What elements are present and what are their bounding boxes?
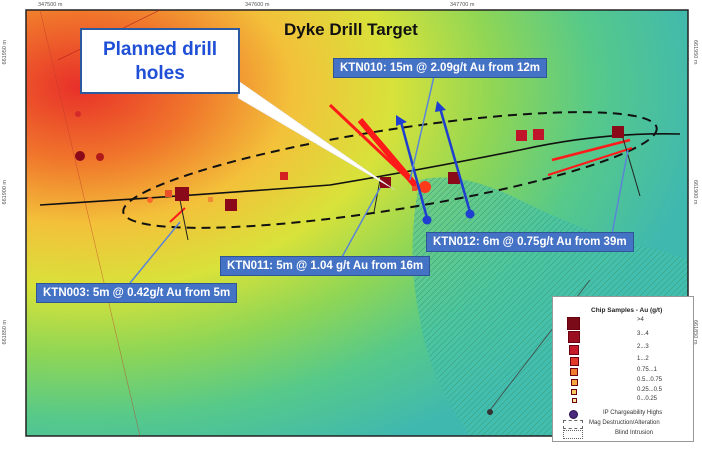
grid-tick: 347700 m [450, 2, 475, 8]
grid-tick: 661950 m [2, 40, 8, 65]
legend-title: Chip Samples - Au (g/t) [591, 307, 663, 314]
target-ellipse [122, 111, 658, 229]
legend-row: Blind Intrusion [559, 430, 689, 440]
legend-row: 0.5...0.75 [559, 377, 689, 387]
grid-tick: 661900 m [2, 180, 8, 205]
ip-high-icon [569, 410, 578, 419]
dyke-swatch-icon [563, 430, 583, 439]
grid-tick: 661950 m [692, 40, 698, 65]
callout-ktn010: KTN010: 15m @ 2.09g/t Au from 12m [333, 58, 547, 78]
grid-tick: 347500 m [38, 2, 63, 8]
callout-ktn012: KTN012: 6m @ 0.75g/t Au from 39m [426, 232, 634, 252]
chip-sample [533, 129, 544, 140]
legend-ip: IP Chargeability Highs [603, 410, 663, 416]
legend-class: 3...4 [637, 331, 649, 337]
legend-row: 0...0.25 [559, 396, 689, 406]
map-title: Dyke Drill Target [284, 20, 418, 39]
callout-ktn011: KTN011: 5m @ 1.04 g/t Au from 16m [220, 256, 431, 276]
chip-sample [175, 187, 189, 201]
planned-drill-holes-label: Planned drill holes [80, 28, 240, 94]
legend-row: 0.25...0.5 [559, 387, 689, 397]
legend-class: 0.5...0.75 [637, 377, 663, 383]
legend-class: 0...0.25 [637, 396, 658, 402]
drill-trace [357, 118, 418, 187]
map-legend: Chip Samples - Au (g/t) >4 3...4 2...3 1… [552, 296, 694, 442]
grid-tick: 347600 m [245, 2, 270, 8]
legend-class: 2...3 [637, 344, 649, 350]
legend-mag: Mag Destruction/Alteration [589, 420, 660, 426]
chip-sample [280, 172, 288, 180]
chip-sample [612, 126, 624, 138]
legend-row: Mag Destruction/Alteration [559, 420, 689, 430]
planned-label-line2: holes [135, 63, 185, 84]
planned-drill-hole-1 [396, 115, 432, 225]
chip-sample [380, 177, 391, 188]
planned-label-line1: Planned drill [102, 39, 218, 60]
chip-sample [225, 199, 237, 211]
grid-tick: 661850 m [2, 320, 8, 345]
legend-row: 2...3 [559, 344, 689, 355]
legend-class: 0.75...1 [637, 367, 658, 373]
planned-drill-hole-2 [435, 101, 475, 219]
legend-row: >4 [559, 317, 689, 330]
legend-class: 0.25...0.5 [637, 387, 663, 393]
grid-tick: 661850 m [692, 320, 698, 345]
legend-class: >4 [637, 317, 644, 323]
legend-row: 0.75...1 [559, 367, 689, 377]
legend-row: 1...2 [559, 356, 689, 366]
callout-ktn003: KTN003: 5m @ 0.42g/t Au from 5m [36, 283, 238, 303]
grid-tick: 661900 m [692, 180, 698, 205]
legend-dyke: Blind Intrusion [615, 430, 654, 436]
legend-row: 3...4 [559, 331, 689, 343]
legend-class: 1...2 [637, 356, 649, 362]
hatch-swatch-icon [563, 420, 583, 429]
chip-sample [516, 130, 527, 141]
legend-row: IP Chargeability Highs [559, 410, 689, 420]
chip-sample [448, 172, 460, 184]
